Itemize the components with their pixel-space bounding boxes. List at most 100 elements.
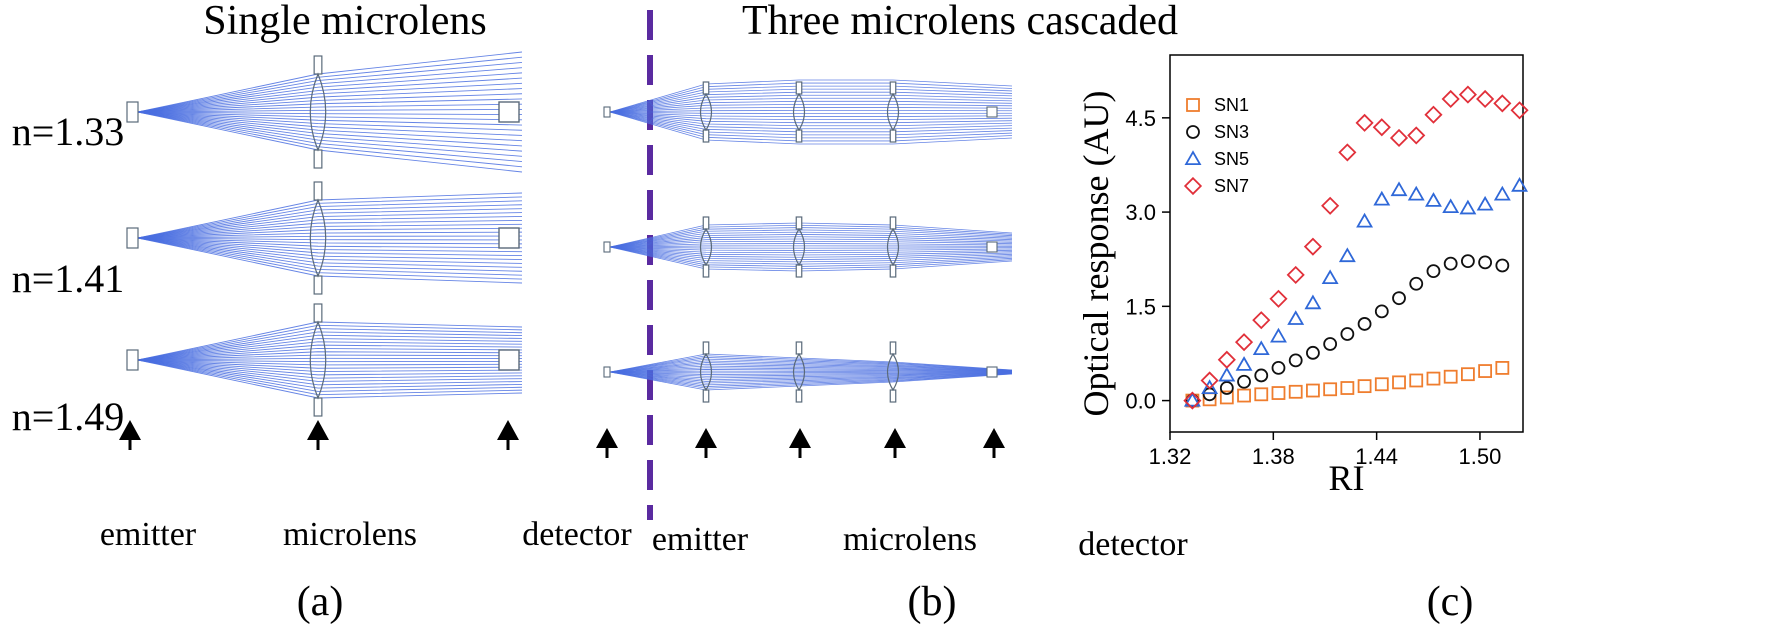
point-square <box>1237 388 1251 403</box>
point-triangle <box>1442 198 1460 214</box>
lens-mount <box>702 216 710 230</box>
lens-mount <box>702 389 710 403</box>
ray <box>137 359 523 392</box>
lens-mount <box>889 389 897 403</box>
point-circle <box>1271 361 1286 375</box>
microlens <box>309 181 327 295</box>
arrow-marker <box>695 428 717 458</box>
cascaded-lens-row <box>603 216 1013 278</box>
point-triangle <box>1459 199 1477 215</box>
ray <box>137 111 523 121</box>
point-circle <box>1340 327 1355 341</box>
point-circle <box>1392 291 1406 306</box>
ray <box>609 111 1013 127</box>
point-diamond <box>1389 128 1409 148</box>
arrow-head <box>307 420 329 440</box>
ray <box>137 219 523 239</box>
legend-entry: SN1 <box>1214 95 1249 115</box>
point-circle <box>1495 258 1510 273</box>
point-square <box>1443 369 1458 384</box>
ray <box>137 208 523 239</box>
lens-body <box>699 352 713 392</box>
point-triangle <box>1235 356 1253 371</box>
ray <box>137 359 523 376</box>
lens-body <box>699 227 713 267</box>
point-circle <box>1357 317 1372 331</box>
point-diamond <box>1458 85 1477 104</box>
ray <box>137 359 523 382</box>
ray <box>137 237 523 264</box>
point-diamond <box>1372 118 1391 137</box>
y-tick-label: 4.5 <box>1125 106 1156 131</box>
point-triangle <box>1304 294 1322 310</box>
ray <box>137 111 523 168</box>
arrow-head <box>695 428 717 448</box>
lens-mount <box>795 389 803 403</box>
ray <box>137 111 523 136</box>
ray <box>137 328 523 361</box>
point-square <box>1357 379 1372 394</box>
ray <box>137 231 523 239</box>
point-triangle <box>1425 192 1442 207</box>
ray <box>609 111 1013 124</box>
ray <box>137 354 523 361</box>
lens-body <box>792 227 806 267</box>
y-tick-label: 1.5 <box>1125 294 1156 319</box>
point-diamond <box>1183 176 1203 196</box>
ray <box>137 111 523 126</box>
point-triangle <box>1407 185 1425 201</box>
lens-mount <box>702 341 710 355</box>
ray <box>609 246 1013 260</box>
panel-a-label: (a) <box>297 579 344 625</box>
x-tick-label: 1.38 <box>1252 444 1295 469</box>
point-diamond <box>1407 126 1426 145</box>
point-square <box>1219 390 1234 405</box>
lens-mount <box>889 341 897 355</box>
ray <box>137 331 523 361</box>
ray <box>609 370 1013 373</box>
emitter-box <box>126 349 139 371</box>
point-circle <box>1254 368 1269 383</box>
point-circle <box>1426 264 1441 279</box>
ray <box>137 82 523 113</box>
ray <box>137 196 523 239</box>
ray <box>609 363 1013 373</box>
ray <box>137 67 523 113</box>
ray <box>609 246 1013 263</box>
ray <box>609 371 1013 377</box>
ray <box>609 371 1013 374</box>
ray <box>609 103 1013 113</box>
ray <box>137 237 523 280</box>
point-diamond <box>1217 350 1236 369</box>
ray <box>137 338 523 361</box>
ray <box>609 110 1013 113</box>
point-circle <box>1409 276 1424 291</box>
series-sn3 <box>1185 254 1510 408</box>
lens-body <box>309 72 327 152</box>
ray <box>137 108 523 113</box>
point-square <box>1426 371 1441 386</box>
ray <box>609 111 1013 130</box>
ray <box>609 107 1013 113</box>
cascaded-lens-row <box>603 79 1013 145</box>
single-lens-row <box>126 181 523 295</box>
arrow-marker <box>307 420 329 450</box>
emitter-box <box>126 227 139 249</box>
microlens-label-b: microlens <box>843 521 977 558</box>
point-diamond <box>1269 289 1288 308</box>
microlens <box>886 216 900 278</box>
point-circle <box>1478 255 1493 270</box>
lens-mount <box>889 129 897 143</box>
ray <box>609 111 1013 145</box>
x-tick-label: 1.50 <box>1459 444 1502 469</box>
ray <box>137 359 523 389</box>
ray <box>609 234 1013 248</box>
ray <box>137 237 523 257</box>
ray <box>609 236 1013 248</box>
ray <box>137 359 523 366</box>
lens-mount <box>702 81 710 95</box>
point-diamond <box>1286 265 1305 284</box>
ray <box>137 359 523 373</box>
lens-mount <box>795 216 803 230</box>
